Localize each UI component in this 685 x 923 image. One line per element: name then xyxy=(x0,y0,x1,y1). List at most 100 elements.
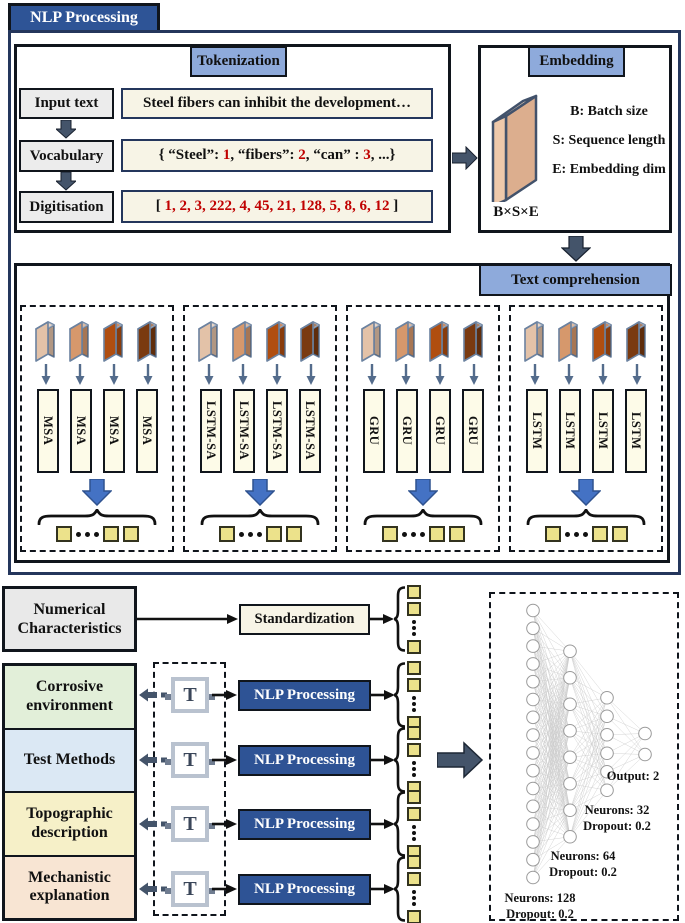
arrow-cell xyxy=(556,364,582,386)
unit-box-lstm-sa: LSTM-SA xyxy=(265,389,288,473)
panel-arrows xyxy=(359,364,487,386)
neuron-node xyxy=(563,803,577,818)
neuron-node xyxy=(526,799,540,814)
small-down-arrow-icon xyxy=(564,364,574,385)
category-label: Topographic description xyxy=(26,805,113,841)
neuron-node xyxy=(600,746,614,761)
vector-square xyxy=(407,677,421,692)
neuron-node xyxy=(526,621,540,636)
vector-squares xyxy=(407,789,421,859)
feature-slab-icon xyxy=(198,321,218,362)
arrow-to-vector xyxy=(371,819,395,829)
token-square xyxy=(591,526,608,542)
unit-box-gru: GRU xyxy=(395,389,418,473)
unit-label: LSTM xyxy=(629,412,643,450)
vocabulary-value: { “Steel”: 1, “fibers”: 2, “can” : 3, ..… xyxy=(121,139,433,172)
vocabulary-value-text: { “Steel”: 1, “fibers”: 2, “can” : 3, ..… xyxy=(158,147,396,163)
category-column: Corrosive environment Test Methods Topog… xyxy=(2,663,137,921)
token-square xyxy=(265,526,282,542)
left-brace-icon xyxy=(394,856,405,922)
big-right-arrow-icon xyxy=(437,741,484,779)
text-extractor-dashed-box xyxy=(153,662,226,916)
text-tool-icon: T xyxy=(165,742,215,778)
input-text-label: Input text xyxy=(19,88,114,119)
token-square xyxy=(428,526,445,542)
token-squares xyxy=(381,526,465,542)
nlp-processing-block-text: NLP Processing xyxy=(254,752,355,768)
left-fat-arrow-icon xyxy=(139,688,167,702)
unit-box-gru: GRU xyxy=(461,389,484,473)
feature-slabs xyxy=(359,317,487,363)
token-square xyxy=(285,526,302,542)
feature-slab-icon xyxy=(558,321,578,362)
neuron-node xyxy=(638,747,652,762)
dot-icon xyxy=(564,531,570,537)
token-square xyxy=(122,526,139,542)
text-tool-icon: T xyxy=(165,806,215,842)
unit-label: GRU xyxy=(466,416,480,446)
vector-square xyxy=(407,660,421,675)
neuron-node xyxy=(526,817,540,831)
arrow-cell xyxy=(67,364,93,386)
embedding-legend: B: Batch size S: Sequence length E: Embe… xyxy=(548,97,670,184)
vector-square xyxy=(407,742,421,757)
left-fat-arrow-icon xyxy=(139,882,167,896)
arrow-cell xyxy=(522,364,548,386)
neuron-node xyxy=(526,763,540,778)
nlp-processing-block: NLP Processing xyxy=(238,745,371,776)
token-square xyxy=(448,526,465,542)
arrow-cell xyxy=(230,364,256,386)
token-square xyxy=(218,526,235,542)
down-fat-arrow-icon xyxy=(56,172,76,191)
vector-square xyxy=(407,639,421,654)
dot-icon xyxy=(412,631,416,636)
small-down-arrow-icon xyxy=(109,364,119,385)
dot-icon xyxy=(412,901,416,906)
arrow-cell xyxy=(101,364,127,386)
neuron-node xyxy=(526,728,540,742)
unit-row: LSTM LSTM LSTM LSTM xyxy=(525,389,647,473)
vocabulary-label-text: Vocabulary xyxy=(29,147,104,164)
standardization-text: Standardization xyxy=(254,611,355,627)
arrow-cell xyxy=(298,364,324,386)
numerical-characteristics-box: Numerical Characteristics xyxy=(2,586,137,652)
brace-icon xyxy=(363,509,483,525)
neuron-node xyxy=(563,697,577,712)
neuron-node xyxy=(600,690,614,705)
neuron-node xyxy=(563,670,577,685)
neuron-node xyxy=(526,746,540,760)
neuron-node xyxy=(526,603,540,618)
unit-label: MSA xyxy=(74,416,88,446)
embedding-header-text: Embedding xyxy=(539,53,614,69)
feature-slabs xyxy=(522,317,650,363)
embedding-tensor-icon xyxy=(491,94,538,202)
vector-stack xyxy=(394,854,421,923)
neuron-node xyxy=(563,776,577,791)
unit-label: LSTM xyxy=(563,412,577,450)
panel-lstm: LSTM LSTM LSTM LSTM xyxy=(509,305,663,552)
neuron-node xyxy=(563,829,577,844)
dot-icon xyxy=(401,531,407,537)
token-square xyxy=(611,526,628,542)
unit-label: GRU xyxy=(400,416,414,446)
neuron-node xyxy=(526,674,540,689)
nlp-processing-frame xyxy=(8,30,681,575)
dot-icon xyxy=(238,531,244,537)
unit-row: MSA MSA MSA MSA xyxy=(36,389,158,473)
dot-icon xyxy=(412,830,416,835)
nlp-processing-block: NLP Processing xyxy=(238,874,371,905)
neuron-node xyxy=(563,750,577,765)
dot-icon xyxy=(412,619,416,624)
token-square xyxy=(544,526,561,542)
unit-box-lstm: LSTM xyxy=(558,389,581,473)
arrow-to-vector xyxy=(371,884,395,894)
small-down-arrow-icon xyxy=(469,364,479,385)
unit-box-msa: MSA xyxy=(102,389,125,473)
unit-row: LSTM-SA LSTM-SA LSTM-SA LSTM-SA xyxy=(199,389,321,473)
left-brace-icon xyxy=(394,586,405,652)
dot-icon xyxy=(412,701,416,706)
feature-slabs xyxy=(33,317,161,363)
dot-icon xyxy=(412,766,416,771)
